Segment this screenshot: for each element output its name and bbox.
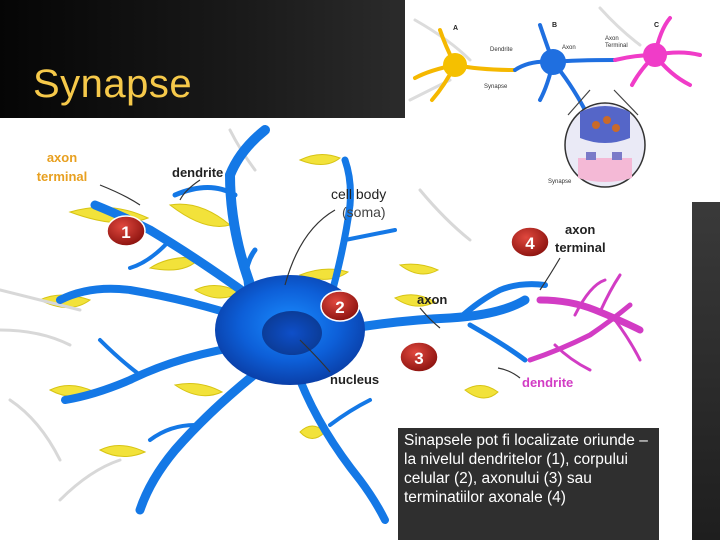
inset-label-b: B [552,22,557,29]
label-dendrite-top: dendrite [172,165,223,180]
marker-label-2: 2 [335,298,344,317]
label-nucleus: nucleus [330,372,379,387]
label-axon-terminal-left-1: axon [47,150,77,165]
inset-label-axon: Axon [562,45,576,51]
magenta-dendrite [530,275,640,370]
inset-label-synapse-1: Synapse [484,84,508,90]
label-axon-terminal-right-1: axon [565,222,595,237]
caption-box: Sinapsele pot fi localizate oriunde – la… [398,428,659,540]
marker-4: 4 [511,227,549,257]
label-soma: (soma) [342,204,386,220]
marker-1: 1 [107,216,145,246]
marker-2: 2 [321,291,359,321]
label-cell-body: cell body [331,186,386,202]
right-sidebar-bar [692,202,720,540]
inset-label-synapse-2: Synapse [548,179,572,185]
marker-3: 3 [400,342,438,372]
marker-label-4: 4 [525,234,535,253]
label-dendrite-bottom: dendrite [522,375,573,390]
label-axon-terminal-right-2: terminal [555,240,606,255]
synapse-magnifier: Synapse [548,90,645,187]
inset-label-dendrite: Dendrite [490,47,513,53]
inset-label-axon-terminal-1: Axon [605,36,619,42]
label-axon: axon [417,292,447,307]
inset-label-axon-terminal-2: Terminal [605,43,628,49]
marker-label-1: 1 [121,223,130,242]
inset-label-c: C [654,22,659,29]
marker-label-3: 3 [414,349,423,368]
inset-label-a: A [453,25,458,32]
inset-neurons: A B C Dendrite Axon Axon Terminal Synaps… [410,8,700,110]
label-axon-terminal-left-2: terminal [37,169,88,184]
nucleus [262,311,322,355]
